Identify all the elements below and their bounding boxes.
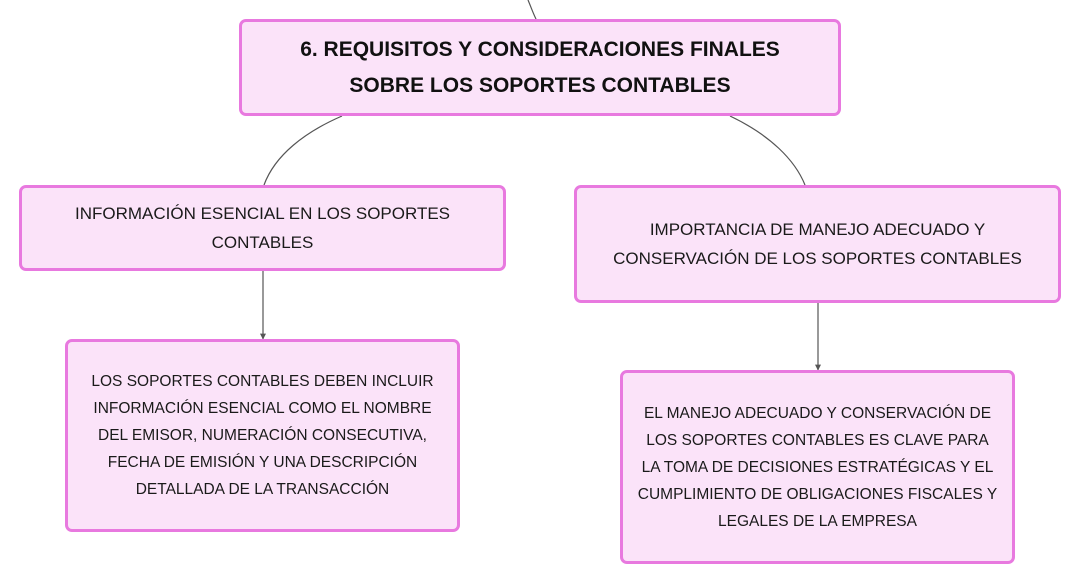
connector-main-to-info-esencial bbox=[263, 115, 343, 186]
main-topic-label: 6. REQUISITOS Y CONSIDERACIONES FINALES … bbox=[300, 37, 780, 97]
subtopic-info-esencial-label: INFORMACIÓN ESENCIAL EN LOS SOPORTES CON… bbox=[74, 204, 451, 252]
subtopic-importancia-label: IMPORTANCIA DE MANEJO ADECUADO Y CONSERV… bbox=[613, 220, 1022, 268]
detail-importancia-node[interactable]: EL MANEJO ADECUADO Y CONSERVACIÓN DE LOS… bbox=[620, 370, 1015, 564]
connector-parent-to-main bbox=[527, 0, 537, 20]
subtopic-info-esencial-node[interactable]: INFORMACIÓN ESENCIAL EN LOS SOPORTES CON… bbox=[19, 185, 506, 271]
detail-info-esencial-label: LOS SOPORTES CONTABLES DEBEN INCLUIR INF… bbox=[91, 373, 434, 498]
main-topic-node[interactable]: 6. REQUISITOS Y CONSIDERACIONES FINALES … bbox=[239, 19, 841, 116]
subtopic-importancia-node[interactable]: IMPORTANCIA DE MANEJO ADECUADO Y CONSERV… bbox=[574, 185, 1061, 303]
connector-main-to-importancia bbox=[729, 115, 806, 186]
detail-info-esencial-node[interactable]: LOS SOPORTES CONTABLES DEBEN INCLUIR INF… bbox=[65, 339, 460, 532]
detail-importancia-label: EL MANEJO ADECUADO Y CONSERVACIÓN DE LOS… bbox=[637, 404, 998, 530]
